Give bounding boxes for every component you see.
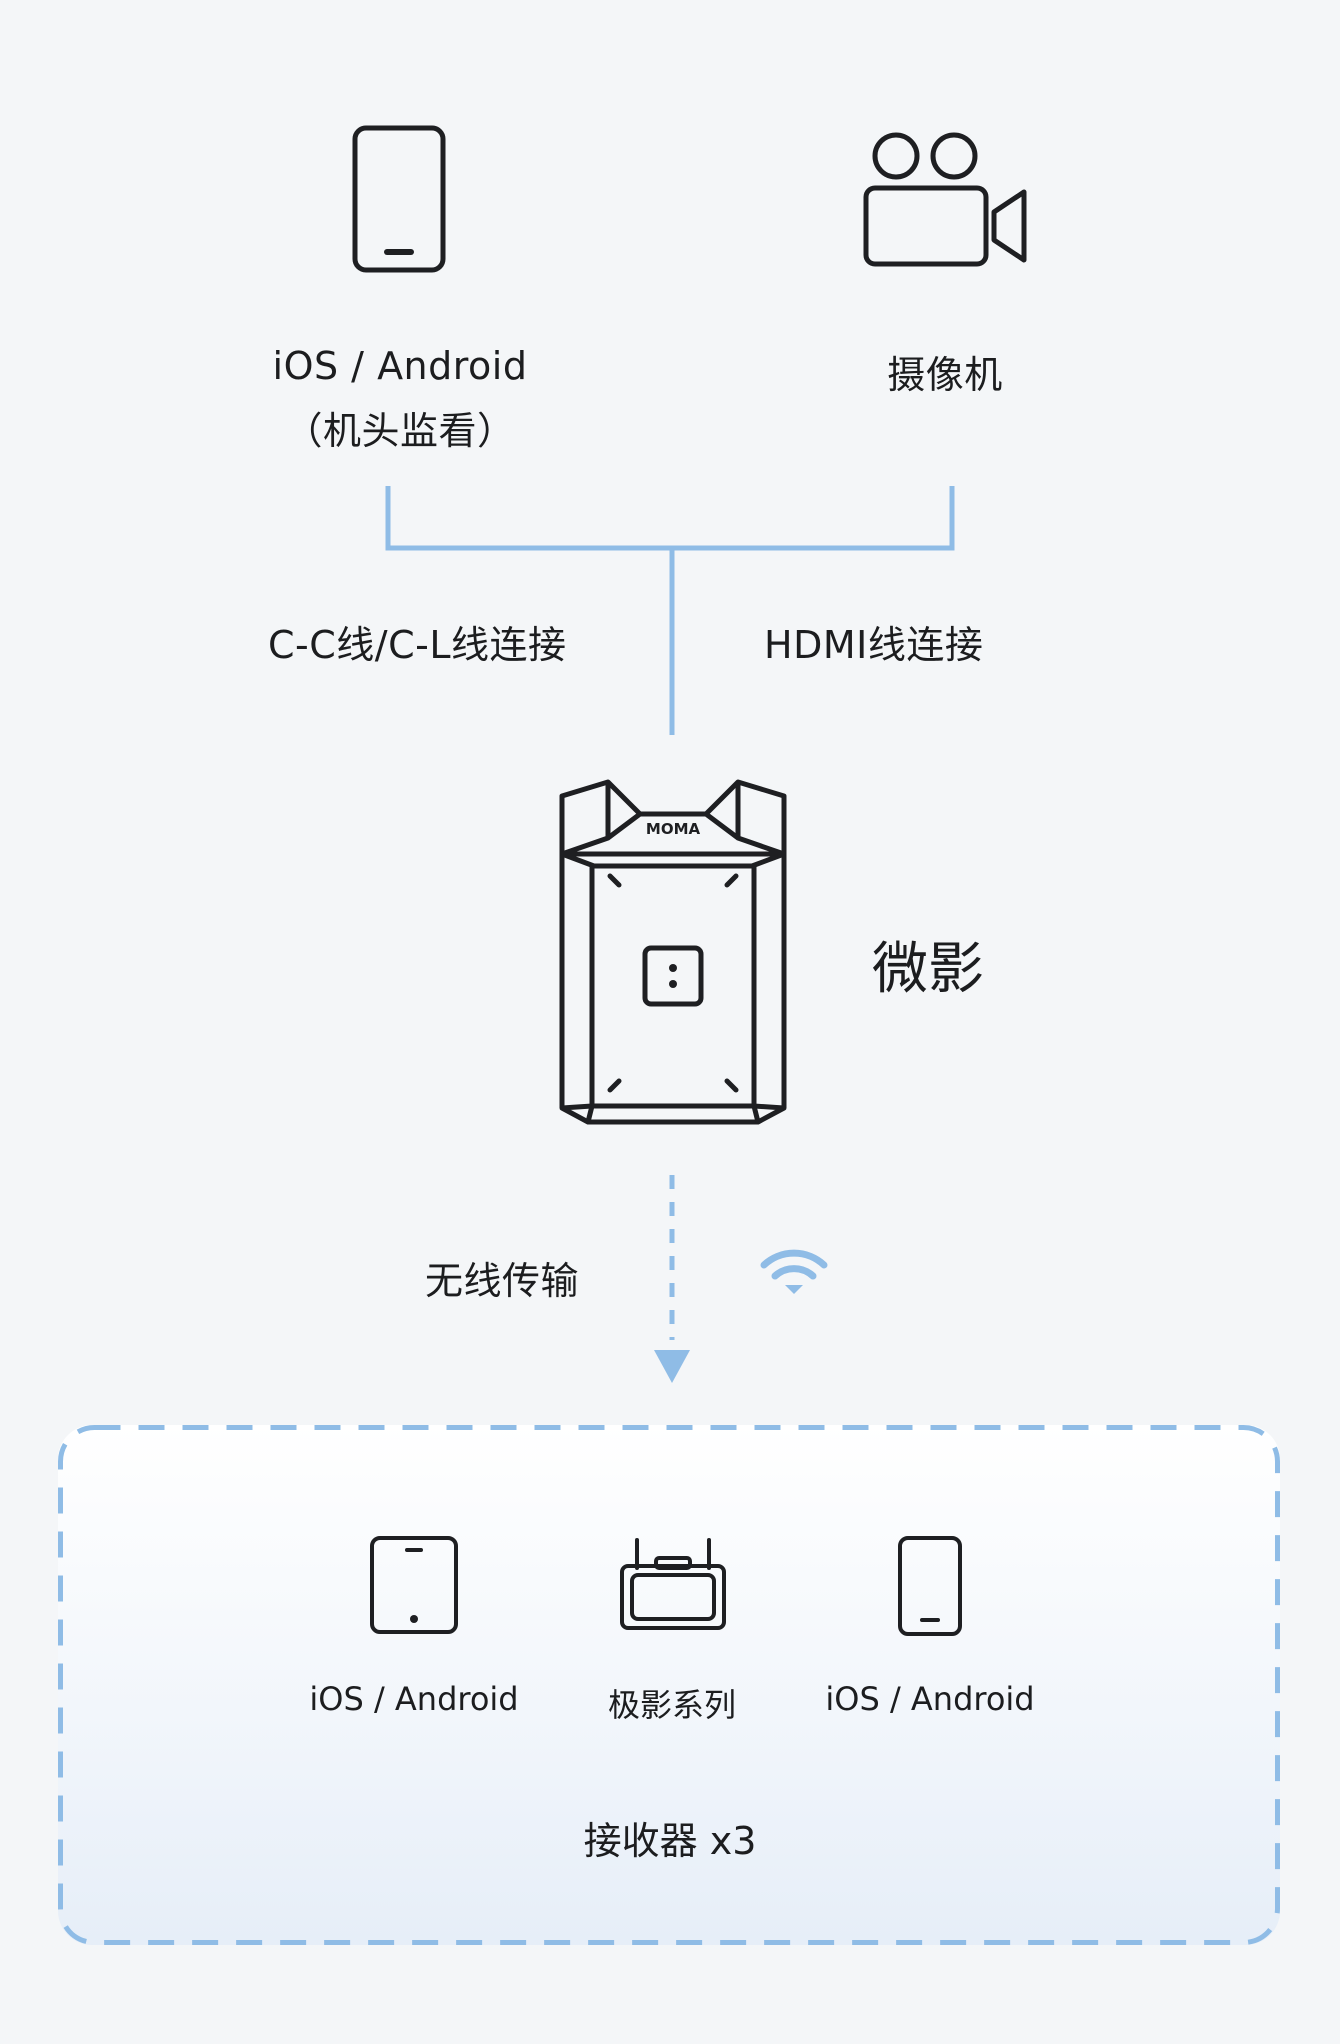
usb-connection-label: C-C线/C-L线连接 bbox=[268, 623, 567, 667]
phone-source-label: iOS / Android bbox=[272, 344, 528, 388]
receiver-group-border bbox=[58, 1425, 1280, 1945]
moma-transmitter-icon: MOMA bbox=[559, 779, 787, 1125]
camera-source-label: 摄像机 bbox=[887, 353, 1003, 397]
receiver-label-monitor: 极影系列 bbox=[607, 1686, 736, 1724]
hdmi-connection-label: HDMI线连接 bbox=[764, 623, 984, 667]
wireless-label: 无线传输 bbox=[425, 1259, 580, 1303]
receiver-group-box bbox=[58, 1425, 1280, 1945]
source-connector bbox=[385, 486, 955, 551]
receiver-label-phone: iOS / Android bbox=[825, 1680, 1035, 1718]
smartphone-icon bbox=[898, 1536, 962, 1636]
receiver-label-tablet: iOS / Android bbox=[309, 1680, 519, 1718]
video-camera-icon bbox=[863, 132, 1027, 267]
monitor-icon bbox=[620, 1538, 726, 1630]
smartphone-icon bbox=[352, 125, 446, 273]
wifi-icon bbox=[760, 1249, 828, 1294]
arrow-down-icon bbox=[654, 1350, 690, 1383]
device-brand-text: MOMA bbox=[646, 820, 701, 838]
receiver-group-title: 接收器 x3 bbox=[583, 1819, 757, 1863]
phone-source-sublabel: （机头监看） bbox=[284, 409, 516, 453]
device-label: 微影 bbox=[872, 937, 984, 1002]
tablet-icon bbox=[370, 1536, 458, 1634]
